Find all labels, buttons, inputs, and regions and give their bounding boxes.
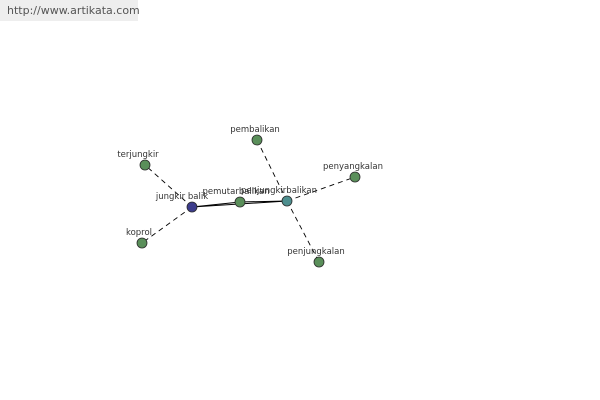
node-penjungkirbalikan[interactable] [281, 195, 293, 207]
edge-penjungkirbalikan-penjungkalan [286, 200, 320, 263]
source-url: http://www.artikata.com [0, 0, 140, 21]
node-koprol[interactable] [136, 237, 148, 249]
node-pemutarbalikan[interactable] [234, 196, 246, 208]
node-label-terjungkir[interactable]: terjungkir [117, 150, 159, 160]
edge-jungkir-balik-terjungkir [144, 164, 193, 208]
node-label-pembalikan[interactable]: pembalikan [230, 125, 280, 135]
node-label-penjungkalan[interactable]: penjungkalan [287, 247, 344, 257]
nodes-layer [136, 134, 361, 268]
edge-jungkir-balik-koprol [141, 206, 193, 244]
edges-layer [141, 139, 356, 263]
node-pembalikan[interactable] [251, 134, 263, 146]
node-label-jungkir-balik[interactable]: jungkir balik [155, 192, 208, 202]
node-label-pemutarbalikan[interactable]: pemutarbalikan [202, 187, 269, 197]
node-jungkir-balik[interactable] [186, 201, 198, 213]
edge-penjungkirbalikan-pembalikan [256, 139, 288, 202]
node-penyangkalan[interactable] [349, 171, 361, 183]
edge-penjungkirbalikan-penyangkalan [286, 176, 356, 202]
labels-layer: jungkir balikpemutarbalikanpenjungkirbal… [117, 125, 383, 257]
node-terjungkir[interactable] [139, 159, 151, 171]
node-penjungkalan[interactable] [313, 256, 325, 268]
node-label-penyangkalan[interactable]: penyangkalan [323, 162, 383, 172]
node-label-koprol[interactable]: koprol [126, 228, 152, 238]
node-label-penjungkirbalikan[interactable]: penjungkirbalikan [241, 186, 317, 196]
